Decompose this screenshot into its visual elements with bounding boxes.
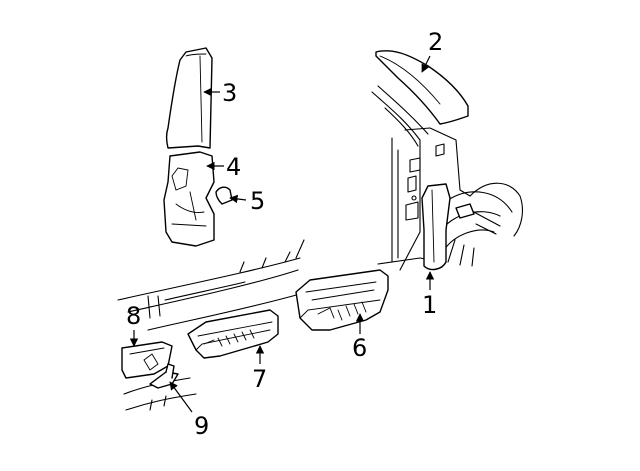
rocker-body-outline [117, 239, 305, 411]
callout-4: 4 [226, 153, 241, 181]
part-5-clip-cap [215, 186, 233, 205]
part-1-lower-b-pillar-trim [421, 183, 475, 271]
part-9-retainer [149, 363, 179, 389]
callout-3: 3 [222, 79, 237, 107]
callout-2: 2 [428, 28, 443, 56]
leader-lines [129, 55, 435, 413]
callout-7: 7 [252, 365, 267, 393]
callout-6: 6 [352, 334, 367, 362]
callout-8: 8 [126, 302, 141, 330]
callout-9: 9 [194, 412, 209, 440]
part-8-cowl-side-trim [121, 341, 173, 379]
leader-5 [229, 194, 247, 204]
part-6-rear-scuff-plate [295, 269, 389, 331]
part-3-upper-pillar-trim [165, 47, 213, 149]
part-4-lower-pillar-trim [163, 151, 215, 247]
callout-1: 1 [422, 291, 437, 319]
vehicle-body-outline [371, 85, 523, 271]
leader-9 [169, 381, 193, 413]
callout-labels: 1 2 3 4 5 6 7 8 9 [126, 28, 443, 440]
leader-2 [421, 55, 431, 73]
part-7-front-scuff-plate [187, 309, 279, 359]
callout-5: 5 [250, 187, 265, 215]
